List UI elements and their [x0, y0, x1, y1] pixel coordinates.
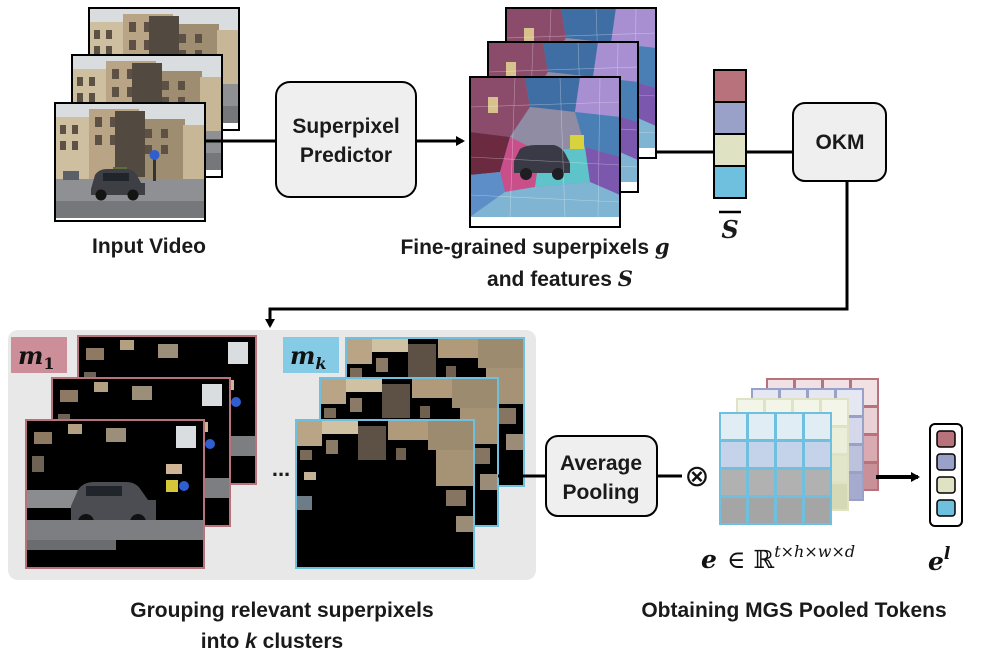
superpixel-stack	[469, 7, 657, 228]
token-cell	[719, 440, 748, 469]
cluster-1-stack	[25, 335, 257, 569]
svg-text:mk: mk	[290, 341, 327, 373]
okm-to-clusters-arrow	[265, 181, 849, 328]
s-bar-label: S	[721, 215, 738, 244]
s-bar-vector	[713, 69, 747, 199]
token-cell	[803, 412, 832, 441]
average-pooling-line1: Average	[560, 452, 642, 475]
input-video-stack	[54, 7, 240, 222]
cluster-k-stack	[295, 337, 525, 569]
input-video-caption: Input Video	[92, 235, 206, 258]
superpixel-predictor-line1: Superpixel	[292, 115, 399, 138]
average-pooling-line2: Pooling	[563, 481, 640, 504]
otimes-symbol: ⊗	[684, 460, 709, 493]
token-cell	[803, 440, 832, 469]
clusters-ellipsis: ...	[272, 456, 290, 481]
token-cell	[719, 468, 748, 497]
token-cell	[747, 440, 776, 469]
fine-grained-caption-line2: and features S	[487, 266, 633, 291]
okm-box: OKM	[792, 102, 887, 182]
grouping-caption-line2: into k clusters	[201, 630, 343, 653]
mgs-caption: Obtaining MGS Pooled Tokens	[641, 599, 946, 622]
token-cell	[803, 468, 832, 497]
superpixel-predictor-box: Superpixel Predictor	[275, 81, 417, 198]
token-cell	[775, 440, 804, 469]
token-cell	[775, 412, 804, 441]
token-grid-layer	[719, 412, 832, 525]
okm-label: OKM	[816, 131, 865, 154]
fine-grained-caption-line1: Fine-grained superpixels g	[400, 234, 669, 259]
grouping-caption-line1: Grouping relevant superpixels	[130, 599, 433, 622]
superpixel-predictor-line2: Predictor	[300, 144, 392, 167]
average-pooling-box: Average Pooling	[545, 435, 658, 517]
token-cell	[719, 412, 748, 441]
token-cell	[775, 496, 804, 525]
svg-text:m1: m1	[18, 341, 55, 373]
token-cell	[747, 496, 776, 525]
token-cell	[747, 468, 776, 497]
token-cell	[747, 412, 776, 441]
token-cell	[775, 468, 804, 497]
cluster-k-label: mk	[283, 337, 339, 373]
e-formula: e∈ℝt×h×w×d	[701, 542, 855, 574]
el-label: el	[928, 544, 951, 576]
token-grid-stack	[719, 378, 879, 525]
el-vector	[929, 423, 963, 527]
token-cell	[719, 496, 748, 525]
token-cell	[803, 496, 832, 525]
cluster-1-label: m1	[11, 337, 67, 373]
